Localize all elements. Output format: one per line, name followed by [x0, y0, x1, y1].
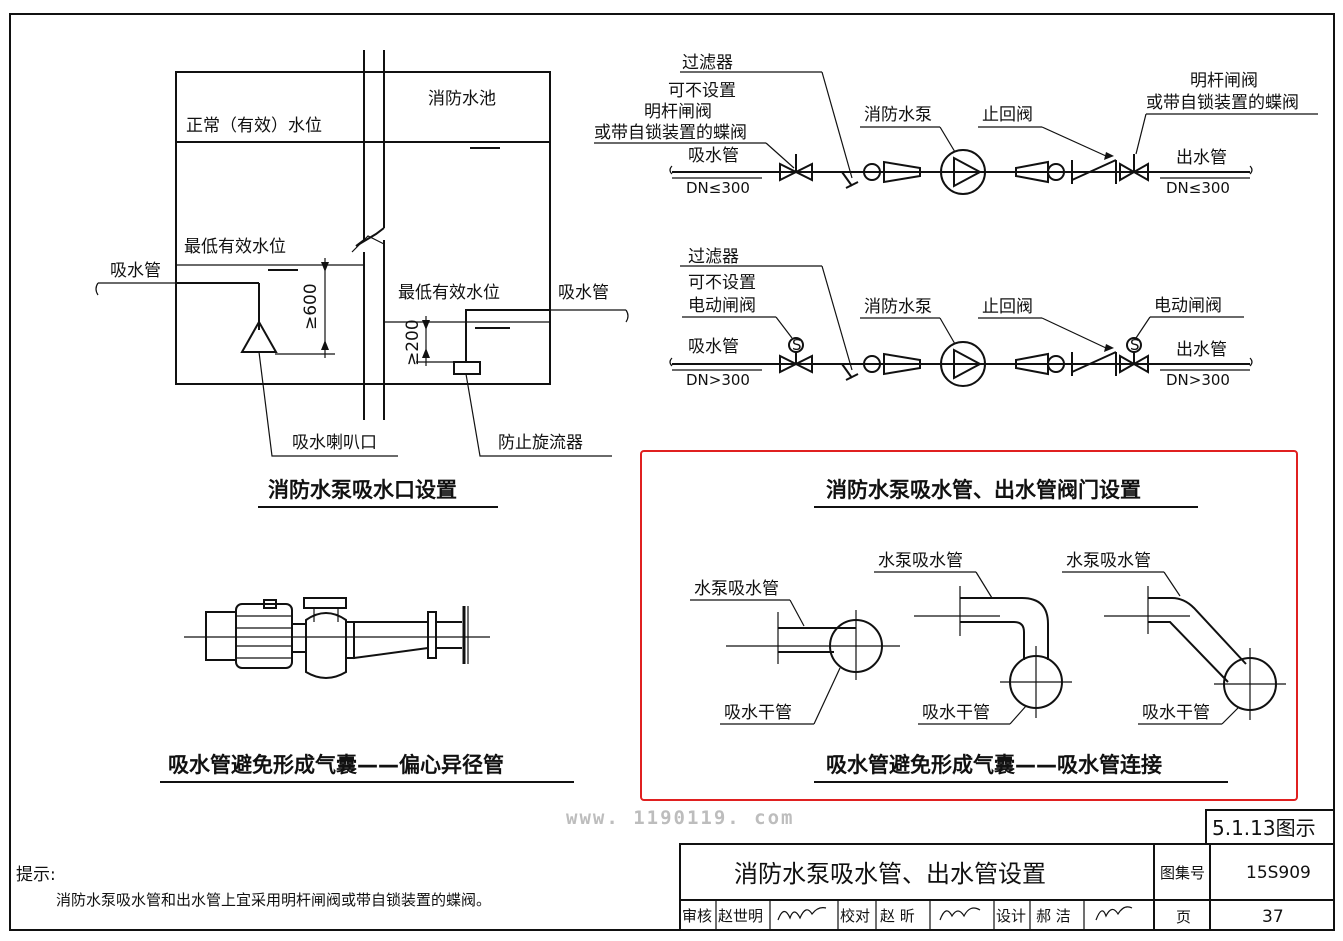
review-name: 赵世明	[718, 907, 763, 925]
row1-suction-label: 吸水管	[688, 146, 739, 166]
row1-optional-label: 可不设置	[668, 81, 736, 101]
valve-diagram-row1: 过滤器 可不设置 明杆闸阀 或带自锁装置的蝶阀 吸水管 DN≤300 消防水泵	[594, 53, 1318, 197]
row1-dn-out: DN≤300	[1166, 179, 1230, 197]
row2-dn-out: DN>300	[1166, 371, 1230, 389]
row2-pump	[940, 341, 986, 387]
valve-caption: 消防水泵吸水管、出水管阀门设置	[826, 478, 1141, 502]
row2-out-motor-symbol: S	[1130, 336, 1140, 354]
row1-outlet-label: 出水管	[1176, 148, 1227, 168]
row2-out-motor-icon	[1126, 337, 1142, 353]
normal-level-label: 正常（有效）水位	[186, 116, 322, 136]
pipe-label-1: 水泵吸水管	[694, 579, 779, 599]
eccentric-diagram: 吸水管避免形成气囊——偏心异径管	[160, 597, 574, 783]
dim-200: ≥200	[403, 319, 423, 366]
pipe-label-2: 水泵吸水管	[878, 551, 963, 571]
row1-dn-in: DN≤300	[686, 179, 750, 197]
bellmouth-label: 吸水喇叭口	[292, 433, 377, 453]
tank-label: 消防水池	[428, 89, 496, 109]
row2-valve-label: 电动闸阀	[688, 296, 756, 316]
min-level-right-label: 最低有效水位	[398, 283, 500, 303]
row1-out-valve-a: 明杆闸阀	[1190, 71, 1258, 91]
atlas-label: 图集号	[1160, 864, 1205, 882]
row1-check-label: 止回阀	[982, 105, 1033, 125]
note-text: 消防水泵吸水管和出水管上宜采用明杆闸阀或带自锁装置的蝶阀。	[56, 891, 491, 909]
suction-pipe-right	[465, 309, 550, 362]
row2-suction-label: 吸水管	[688, 337, 739, 357]
row2-motor-icon	[788, 337, 804, 353]
vortex-plate	[453, 361, 481, 375]
min-level-left-label: 最低有效水位	[184, 237, 286, 257]
highlight-box	[640, 450, 1298, 801]
intake-caption: 消防水泵吸水口设置	[268, 478, 457, 502]
row1-filter-label: 过滤器	[682, 53, 733, 73]
review-signature	[777, 907, 827, 921]
sheet-frame	[9, 13, 1335, 931]
page-label: 页	[1176, 908, 1191, 926]
suction-right-label: 吸水管	[558, 283, 609, 303]
row1-valve-label-a: 明杆闸阀	[644, 102, 712, 122]
suction-left-label: 吸水管	[110, 261, 161, 281]
row1-valve-label-b: 或带自锁装置的蝶阀	[594, 123, 747, 143]
main-label-2: 吸水干管	[922, 703, 990, 723]
check-label: 校对	[840, 907, 870, 925]
row2-motor-symbol: S	[792, 336, 802, 354]
eccentric-reducer	[353, 621, 429, 660]
row2-out-valve-label: 电动闸阀	[1154, 296, 1222, 316]
pump-casing	[305, 612, 347, 679]
design-name: 郝 洁	[1036, 907, 1071, 925]
sheet-title: 消防水泵吸水管、出水管设置	[734, 860, 1046, 888]
check-name: 赵 昕	[880, 907, 915, 925]
valve-diagram-row2: 过滤器 可不设置 电动闸阀 吸水管 DN>300 S 消防水泵 止回阀	[669, 247, 1253, 389]
watermark: www. 1190119. com	[566, 807, 794, 829]
design-signature	[1095, 906, 1133, 921]
figure-no: 5.1.13图示	[1212, 816, 1316, 840]
row1-pump-label: 消防水泵	[864, 105, 932, 125]
main-label-3: 吸水干管	[1142, 703, 1210, 723]
row2-outlet-label: 出水管	[1176, 340, 1227, 360]
row2-check-label: 止回阀	[982, 297, 1033, 317]
row1-out-valve-b: 或带自锁装置的蝶阀	[1146, 93, 1299, 113]
design-label: 设计	[996, 907, 1026, 925]
row2-filter-label: 过滤器	[688, 247, 739, 267]
intake-diagram: 消防水池 正常（有效）水位 最低有效水位 吸水管 ≥600 最低有效水位 吸水管…	[95, 50, 629, 508]
connection-diagram: 消防水泵吸水管、出水管阀门设置 水泵吸水管 吸水干管 水泵吸水管 吸水干管 水泵…	[690, 478, 1286, 783]
row2-dn-in: DN>300	[686, 371, 750, 389]
pipe-label-3: 水泵吸水管	[1066, 551, 1151, 571]
atlas-no: 15S909	[1246, 863, 1311, 883]
vortex-label: 防止旋流器	[498, 433, 583, 453]
motor-end	[205, 611, 237, 661]
check-signature	[939, 907, 981, 921]
page-no: 37	[1262, 907, 1284, 927]
row2-optional-label: 可不设置	[688, 273, 756, 293]
main-label-1: 吸水干管	[724, 703, 792, 723]
dim-600: ≥600	[301, 283, 321, 330]
row1-pump	[940, 149, 986, 195]
connection-caption: 吸水管避免形成气囊——吸水管连接	[826, 753, 1162, 777]
eccentric-caption: 吸水管避免形成气囊——偏心异径管	[168, 753, 504, 777]
review-label: 审核	[682, 907, 712, 925]
row2-pump-label: 消防水泵	[864, 297, 932, 317]
title-block: 消防水泵吸水管、出水管设置 图集号 15S909 页 37 审核 赵世明 校对 …	[679, 843, 1335, 931]
note-title: 提示:	[16, 865, 56, 885]
